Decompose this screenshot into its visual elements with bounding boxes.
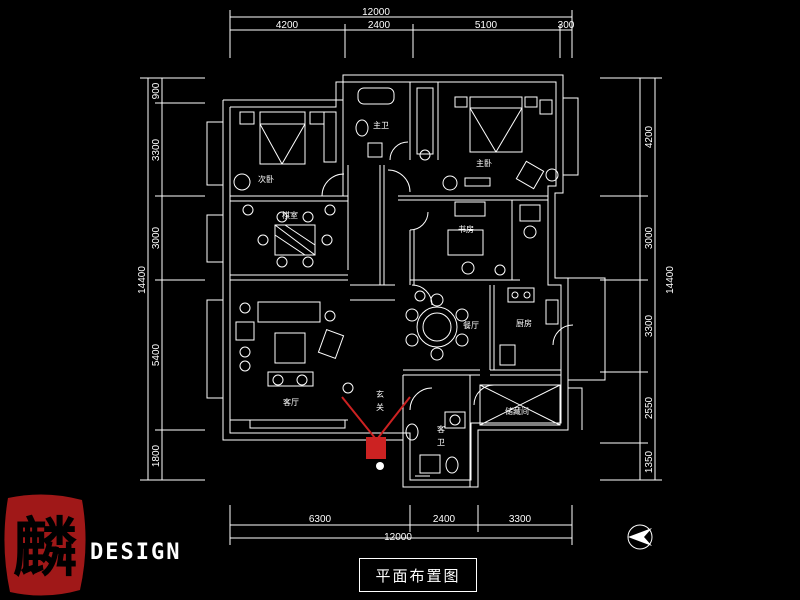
- right-dimension: 4200: [644, 125, 655, 148]
- left-dimensions: 900 3300 3000 5400 1800 14400: [137, 82, 162, 467]
- room-label-entry: 玄: [376, 389, 384, 399]
- master-bedroom-bed: [442, 96, 559, 191]
- room-label-dining: 餐厅: [463, 321, 479, 330]
- left-dimension: 1800: [151, 444, 162, 467]
- room-label-entry: 关: [376, 402, 384, 412]
- master-bath-fixtures: [355, 87, 434, 161]
- right-dimension: 3300: [644, 314, 655, 337]
- bottom-dimension: 3300: [509, 514, 532, 525]
- bottom-dimension: 6300: [309, 514, 332, 525]
- left-dimension-lines: [140, 77, 205, 481]
- room-label-master-bath: 主卫: [373, 120, 389, 130]
- top-dimension: 300: [558, 20, 575, 31]
- room-label-tea-room: 棋室: [282, 210, 298, 220]
- north-arrow-icon: [627, 524, 653, 550]
- room-label-study: 书房: [458, 224, 474, 234]
- bay-windows: [206, 97, 606, 430]
- left-dimension: 3000: [151, 226, 162, 249]
- top-dimension-lines: [229, 10, 573, 58]
- right-dimensions: 4200 3000 3300 2550 1350 14400: [644, 125, 676, 473]
- seal-background: [4, 494, 86, 596]
- right-dimension: 2550: [644, 396, 655, 419]
- guest-bath-fixtures: [405, 411, 466, 481]
- left-dimension: 900: [151, 82, 162, 99]
- room-label-guest-bath: 客: [437, 424, 445, 434]
- top-dimension: 5100: [475, 20, 498, 31]
- bottom-total-dimension: 12000: [384, 532, 412, 543]
- room-label-master-bedroom: 主卧: [476, 158, 492, 168]
- seal-glyph: 麟: [13, 511, 77, 586]
- right-dimension: 3000: [644, 226, 655, 249]
- top-dimension: 4200: [276, 20, 299, 31]
- room-label-living: 客厅: [283, 397, 299, 407]
- brand-name: DESIGN: [90, 540, 182, 565]
- left-dimension: 3300: [151, 138, 162, 161]
- left-dimension: 5400: [151, 343, 162, 366]
- bottom-dimension-lines: [229, 505, 573, 545]
- entry-marker: [341, 396, 411, 470]
- page-title: 平面布置图: [375, 566, 461, 585]
- room-labels: 次卧 主卫 主卧 棋室 书房 餐厅 厨房 客厅 玄 关 客 卫 储藏间: [258, 120, 532, 447]
- interior-walls: [230, 82, 561, 487]
- room-label-guest-bath: 卫: [437, 438, 445, 447]
- dining-table: [405, 290, 469, 361]
- tea-room-table: [242, 204, 336, 268]
- title-box: 平面布置图: [359, 558, 477, 592]
- second-bedroom-bed: [233, 111, 337, 191]
- right-dimension: 1350: [644, 450, 655, 473]
- living-room-furniture: [235, 301, 354, 429]
- bottom-dimension: 2400: [433, 514, 456, 525]
- top-total-dimension: 12000: [362, 7, 390, 18]
- left-total-dimension: 14400: [137, 266, 148, 294]
- top-dimension: 2400: [368, 20, 391, 31]
- storage-shelves: [479, 384, 561, 426]
- right-dimension-lines: [600, 77, 662, 481]
- bottom-dimensions: 6300 2400 3300 12000: [309, 514, 532, 543]
- seal-logo: 麟: [4, 494, 86, 596]
- room-label-storage: 储藏间: [505, 406, 529, 416]
- room-label-kitchen: 厨房: [516, 318, 532, 328]
- kitchen-counter: [499, 287, 559, 366]
- right-total-dimension: 14400: [665, 266, 676, 294]
- room-label-second-bedroom: 次卧: [258, 174, 274, 184]
- top-dimensions: 12000 4200 2400 5100 300: [276, 7, 575, 31]
- study-desk: [447, 201, 541, 276]
